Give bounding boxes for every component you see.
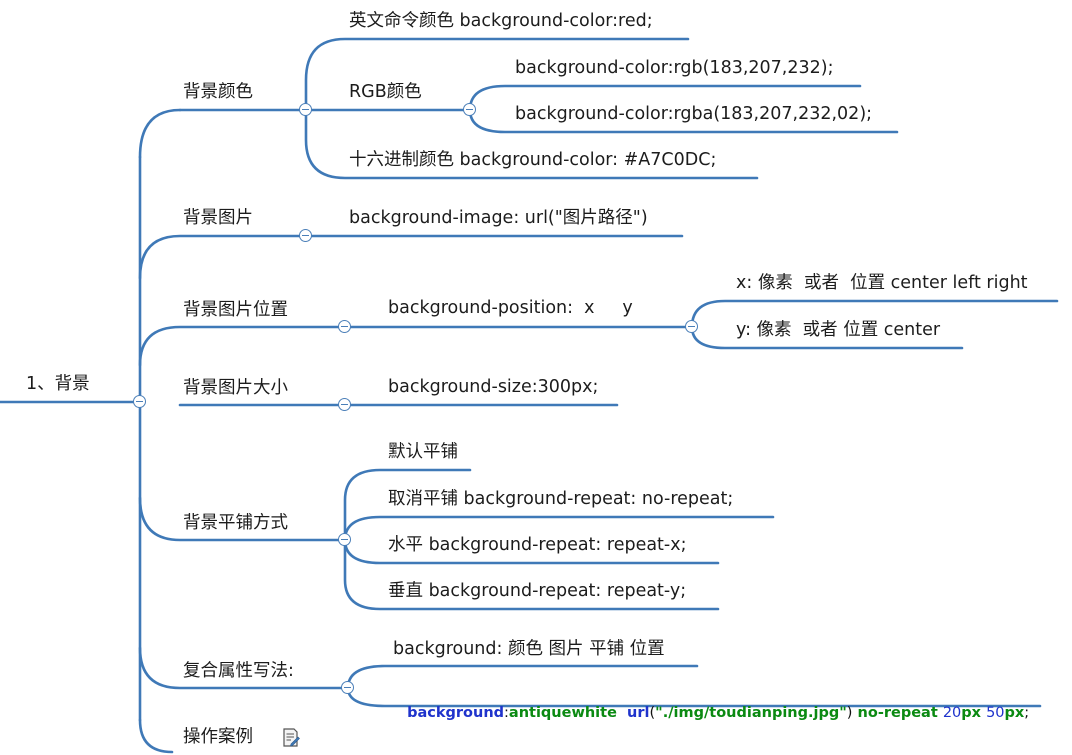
branch-bg-color[interactable]: 背景颜色 xyxy=(183,82,253,102)
note-edit-icon[interactable] xyxy=(282,728,300,748)
code-paren-open: ( xyxy=(649,705,656,721)
branch-edge xyxy=(138,325,347,367)
code-color-value: antiquewhite xyxy=(508,705,617,721)
node-position-y[interactable]: y: 像素 或者 位置 center xyxy=(736,320,941,340)
code-repeat-value: no-repeat xyxy=(857,705,938,721)
branch-edge xyxy=(138,234,308,280)
trunk-curve-top xyxy=(138,108,182,159)
child-edge xyxy=(304,108,759,180)
branch-bg-image[interactable]: 背景图片 xyxy=(183,208,253,228)
code-paren-close: ) xyxy=(846,705,853,721)
node-bg-position[interactable]: background-position: x y xyxy=(388,298,633,318)
node-repeat-y[interactable]: 垂直 background-repeat: repeat-y; xyxy=(388,581,687,601)
code-semicolon: ; xyxy=(1024,705,1030,721)
node-english-color[interactable]: 英文命令颜色 background-color:red; xyxy=(349,11,653,31)
collapse-toggle-root[interactable] xyxy=(133,395,146,408)
branch-edge xyxy=(138,496,347,542)
node-repeat-default[interactable]: 默认平铺 xyxy=(388,442,458,462)
collapse-toggle-bg-repeat[interactable] xyxy=(338,533,351,546)
code-url-string: "./img/toudianping.jpg" xyxy=(655,705,847,721)
node-rgb-value[interactable]: background-color:rgb(183,207,232); xyxy=(515,58,834,78)
branch-examples[interactable]: 操作案例 xyxy=(183,727,253,747)
collapse-toggle-bg-image[interactable] xyxy=(299,229,312,242)
node-position-x[interactable]: x: 像素 或者 位置 center left right xyxy=(736,273,1028,293)
root-topic[interactable]: 1、背景 xyxy=(26,374,90,394)
branch-bg-size[interactable]: 背景图片大小 xyxy=(183,378,288,398)
node-shorthand-example[interactable]: background:antiquewhite url("./img/toudi… xyxy=(397,683,1029,723)
code-y-unit: px xyxy=(1004,705,1025,721)
code-y-number: 50 xyxy=(986,705,1005,721)
branch-edge xyxy=(138,646,350,690)
child-edge xyxy=(304,37,690,112)
branch-bg-position[interactable]: 背景图片位置 xyxy=(183,300,288,320)
trunk-curve-bottom xyxy=(138,718,174,754)
collapse-toggle-shorthand[interactable] xyxy=(341,681,354,694)
node-rgba-value[interactable]: background-color:rgba(183,207,232,02); xyxy=(515,104,873,124)
code-x-unit: px xyxy=(961,705,981,721)
code-url-func: url xyxy=(627,705,650,721)
collapse-toggle-bg-position[interactable] xyxy=(338,320,351,333)
code-colon: : xyxy=(504,705,509,721)
collapse-toggle-rgb[interactable] xyxy=(463,103,476,116)
node-bg-image-url[interactable]: background-image: url("图片路径") xyxy=(349,208,648,228)
node-bg-size[interactable]: background-size:300px; xyxy=(388,377,599,397)
node-hex-color[interactable]: 十六进制颜色 background-color: #A7C0DC; xyxy=(349,150,717,170)
node-rgb-color[interactable]: RGB颜色 xyxy=(349,82,422,102)
child-edge xyxy=(343,538,720,611)
collapse-toggle-bg-size[interactable] xyxy=(338,398,351,411)
node-repeat-x[interactable]: 水平 background-repeat: repeat-x; xyxy=(388,535,687,555)
code-property: background xyxy=(407,705,505,721)
collapse-toggle-position-xy[interactable] xyxy=(685,320,698,333)
node-shorthand-order[interactable]: background: 颜色 图片 平铺 位置 xyxy=(393,639,665,659)
branch-bg-repeat[interactable]: 背景平铺方式 xyxy=(183,513,288,533)
code-x-number: 20 xyxy=(942,705,962,721)
child-edge xyxy=(343,468,472,542)
collapse-toggle-bg-color[interactable] xyxy=(299,103,312,116)
branch-shorthand[interactable]: 复合属性写法: xyxy=(183,661,294,681)
node-repeat-none[interactable]: 取消平铺 background-repeat: no-repeat; xyxy=(388,489,734,509)
